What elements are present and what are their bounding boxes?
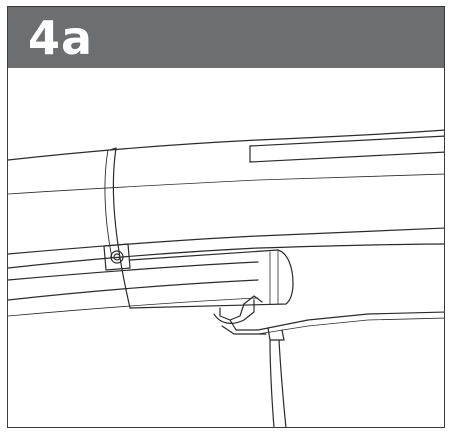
assembly-illustration: [8, 68, 444, 427]
hanger-bracket: [213, 295, 444, 335]
screw-icon: [103, 243, 131, 271]
rail-joint-sleeve: [104, 147, 131, 309]
hanger-rod: [267, 327, 287, 427]
curved-rail-lower: [8, 243, 444, 317]
step-header: 4a: [8, 7, 444, 68]
curved-rail-upper: [8, 129, 444, 255]
step-number: 4a: [28, 11, 94, 65]
instruction-panel: 4a: [7, 6, 445, 428]
